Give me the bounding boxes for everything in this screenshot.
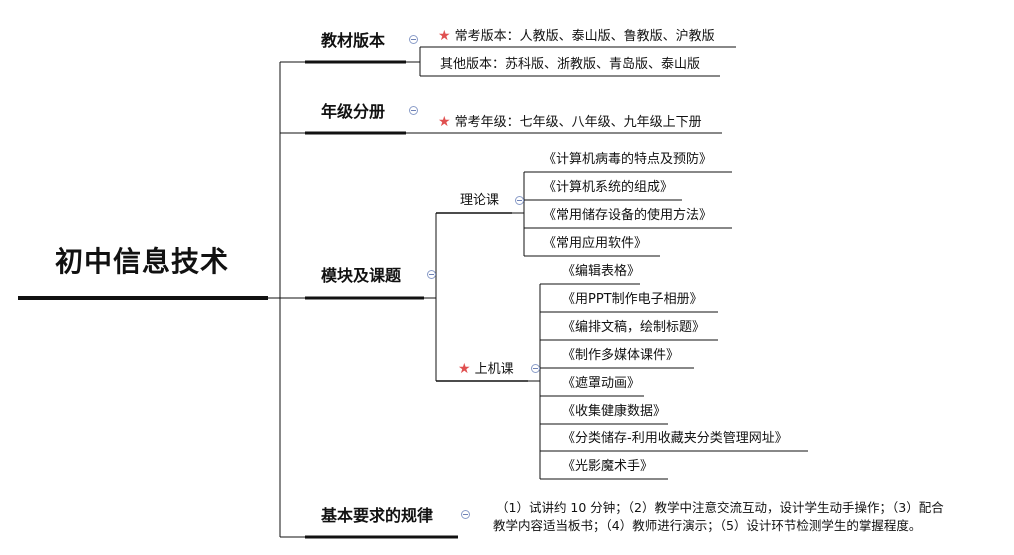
branch-basic-rules: 基本要求的规律 (321, 506, 434, 525)
branch-modules-topics: 模块及课题 (321, 266, 402, 285)
subbranch-lab: ★上机课 (458, 361, 514, 377)
subbranch-theory: 理论课 (460, 193, 500, 208)
theory-item: 《常用应用软件》 (543, 236, 648, 251)
star-icon: ★ (438, 114, 451, 130)
lab-item: 《用PPT制作电子相册》 (562, 292, 703, 307)
lab-item: 《收集健康数据》 (562, 404, 667, 419)
lab-item: 《制作多媒体课件》 (562, 348, 680, 363)
root-topic: 初中信息技术 (55, 245, 230, 278)
lab-item: 《编辑表格》 (562, 264, 641, 279)
theory-item: 《计算机系统的组成》 (543, 180, 674, 195)
theory-item: 《计算机病毒的特点及预防》 (543, 152, 713, 167)
grade-item-common: ★常考年级：七年级、八年级、九年级上下册 (438, 114, 702, 130)
collapse-icon[interactable] (427, 270, 436, 279)
star-icon: ★ (438, 28, 451, 44)
textbook-item-other: 其他版本：苏科版、浙教版、青岛版、泰山版 (440, 57, 701, 72)
theory-item: 《常用储存设备的使用方法》 (543, 208, 713, 223)
lab-item: 《编排文稿，绘制标题》 (562, 320, 706, 335)
branch-textbook-version: 教材版本 (321, 31, 386, 50)
lab-item: 《光影魔术手》 (562, 459, 654, 474)
rules-note-line-2: 教学内容适当板书；（4）教师进行演示；（5）设计环节检测学生的掌握程度。 (493, 518, 922, 533)
star-icon: ★ (458, 361, 471, 377)
collapse-icon[interactable] (409, 35, 418, 44)
collapse-icon[interactable] (531, 364, 540, 373)
collapse-icon[interactable] (461, 510, 470, 519)
branch-grade-volumes: 年级分册 (321, 102, 386, 121)
rules-note-line-1: （1）试讲约 10 分钟；（2）教学中注意交流互动，设计学生动手操作；（3）配合 (496, 500, 944, 515)
textbook-item-common: ★常考版本：人教版、泰山版、鲁教版、沪教版 (438, 28, 715, 44)
collapse-icon[interactable] (515, 196, 524, 205)
collapse-icon[interactable] (409, 106, 418, 115)
lab-item: 《分类储存-利用收藏夹分类管理网址》 (562, 431, 788, 446)
lab-item: 《遮罩动画》 (562, 376, 641, 391)
